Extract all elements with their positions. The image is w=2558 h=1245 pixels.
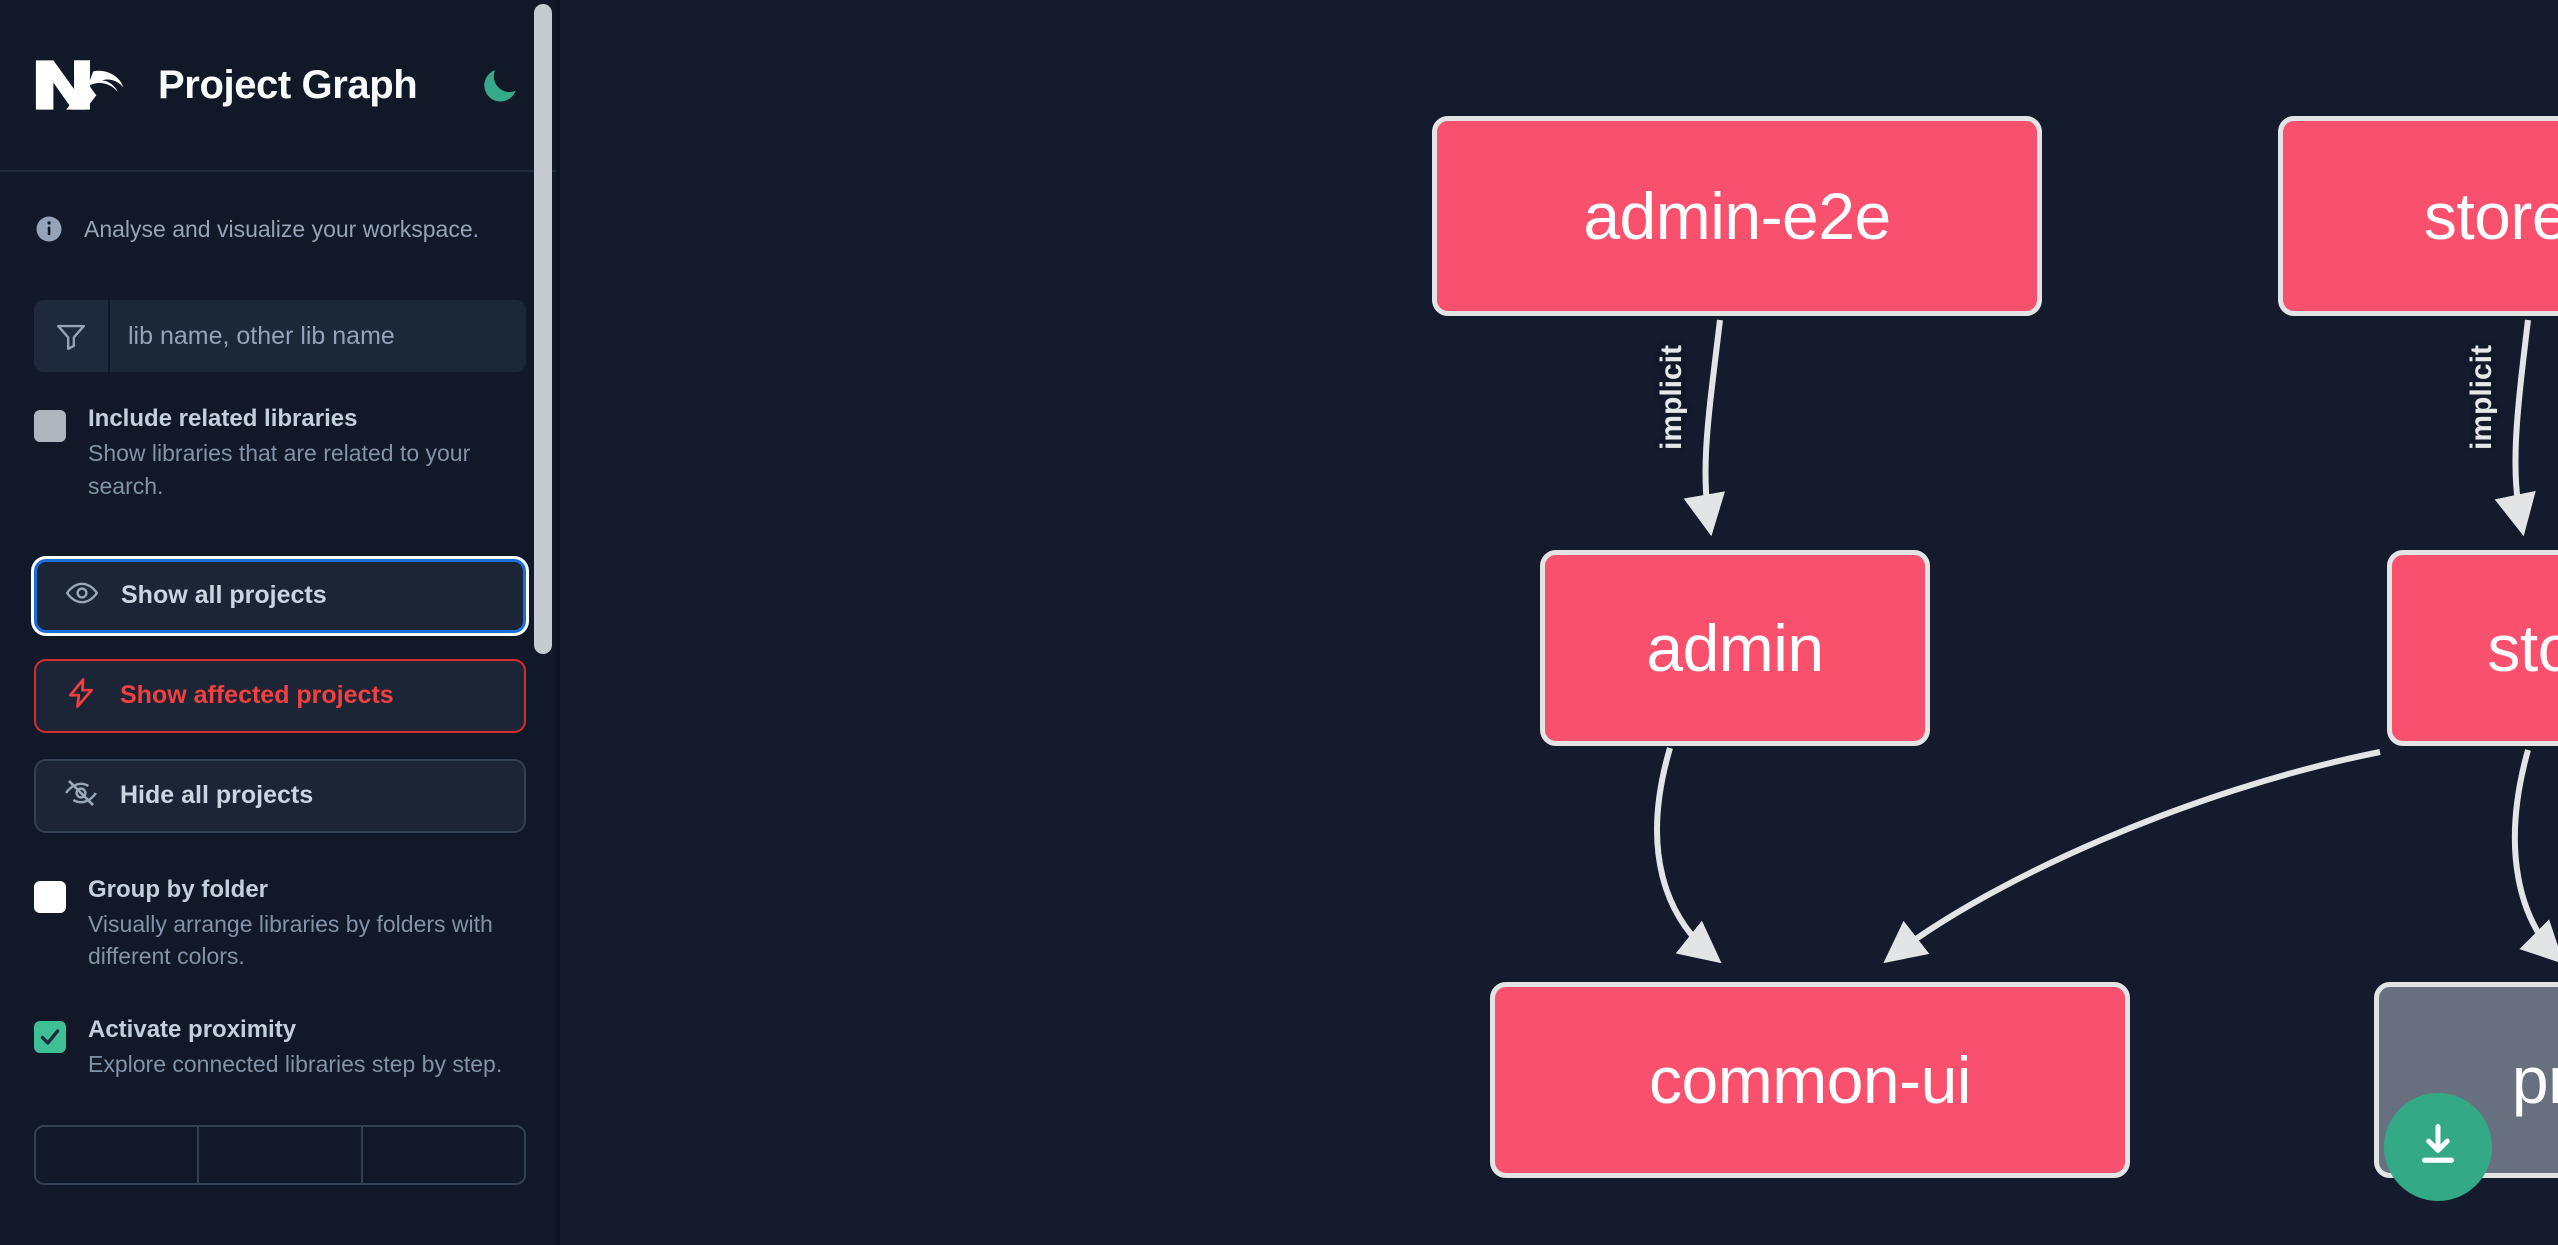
moon-icon[interactable]	[474, 59, 526, 111]
show-affected-projects-label: Show affected projects	[120, 681, 394, 709]
option-group-by-folder[interactable]: Group by folder Visually arrange librari…	[34, 875, 526, 974]
node-label: store	[2487, 611, 2558, 685]
show-affected-projects-button[interactable]: Show affected projects	[34, 658, 526, 733]
graph-node-common-ui[interactable]: common-ui	[1490, 982, 2130, 1178]
edge-label-implicit-store: implicit	[2465, 345, 2498, 451]
sidebar: Project Graph Analyse and visualize your…	[0, 0, 560, 1245]
checkbox-include-related-libraries[interactable]	[34, 410, 66, 442]
filter-search-box[interactable]	[34, 300, 526, 372]
option-description: Visually arrange libraries by folders wi…	[88, 910, 493, 970]
sidebar-body: Analyse and visualize your workspace. In…	[0, 214, 560, 1185]
download-icon	[2412, 1119, 2464, 1176]
segment-option-3[interactable]	[363, 1127, 524, 1183]
graph-canvas[interactable]: implicit implicit admin-e2e store-e2e ad…	[560, 0, 2558, 1245]
option-description: Show libraries that are related to your …	[88, 440, 471, 499]
search-input[interactable]	[110, 300, 526, 372]
lightning-bolt-icon	[64, 676, 98, 715]
segment-option-1[interactable]	[36, 1126, 200, 1183]
edge-store-common-ui	[1883, 749, 2381, 964]
edge-admin-common-ui	[1654, 747, 1722, 964]
checkbox-activate-proximity[interactable]	[34, 1021, 66, 1053]
tagline-text: Analyse and visualize your workspace.	[84, 215, 480, 242]
show-all-projects-label: Show all projects	[121, 581, 327, 609]
nx-logo-icon	[34, 54, 130, 116]
page-title: Project Graph	[158, 62, 418, 107]
edge-label-implicit-admin: implicit	[1655, 345, 1688, 451]
node-label: admin-e2e	[1583, 179, 1891, 253]
sidebar-scrollbar[interactable]	[534, 0, 552, 1245]
hide-all-projects-label: Hide all projects	[120, 781, 314, 809]
edge-store-e2e-store	[2494, 319, 2536, 537]
funnel-filter-icon	[34, 300, 110, 372]
sidebar-header: Project Graph	[0, 0, 560, 172]
graph-node-admin-e2e[interactable]: admin-e2e	[1432, 116, 2042, 316]
graph-node-store[interactable]: store	[2387, 550, 2558, 746]
graph-node-store-e2e[interactable]: store-e2e	[2278, 116, 2558, 316]
option-label: Activate proximity	[88, 1016, 297, 1043]
node-label: products	[2511, 1043, 2558, 1117]
hide-all-projects-button[interactable]: Hide all projects	[34, 758, 526, 833]
option-activate-proximity[interactable]: Activate proximity Explore connected lib…	[34, 1017, 526, 1081]
proximity-segmented-control[interactable]	[34, 1124, 526, 1185]
download-graph-button[interactable]	[2384, 1093, 2492, 1201]
segment-option-2[interactable]	[199, 1126, 363, 1183]
node-label: store-e2e	[2423, 179, 2558, 253]
option-include-related-libraries[interactable]: Include related libraries Show libraries…	[34, 406, 526, 503]
option-description: Explore connected libraries step by step…	[88, 1051, 503, 1078]
option-label: Group by folder	[88, 875, 268, 903]
scrollbar-thumb[interactable]	[534, 4, 552, 654]
checkbox-group-by-folder[interactable]	[34, 880, 66, 913]
sidebar-edge	[556, 0, 560, 1245]
node-label: admin	[1646, 611, 1824, 685]
eye-icon	[65, 576, 99, 615]
edge-admin-e2e-admin	[1683, 319, 1725, 537]
option-label: Include related libraries	[88, 405, 358, 432]
tagline: Analyse and visualize your workspace.	[34, 214, 526, 244]
show-all-projects-button[interactable]: Show all projects	[34, 558, 526, 633]
node-label: common-ui	[1649, 1043, 1971, 1117]
eye-off-icon	[64, 776, 98, 815]
graph-node-admin[interactable]: admin	[1540, 550, 1930, 746]
graph-edges-layer	[1654, 319, 2558, 964]
info-circle-icon	[34, 214, 64, 244]
edge-store-products	[2511, 749, 2558, 964]
